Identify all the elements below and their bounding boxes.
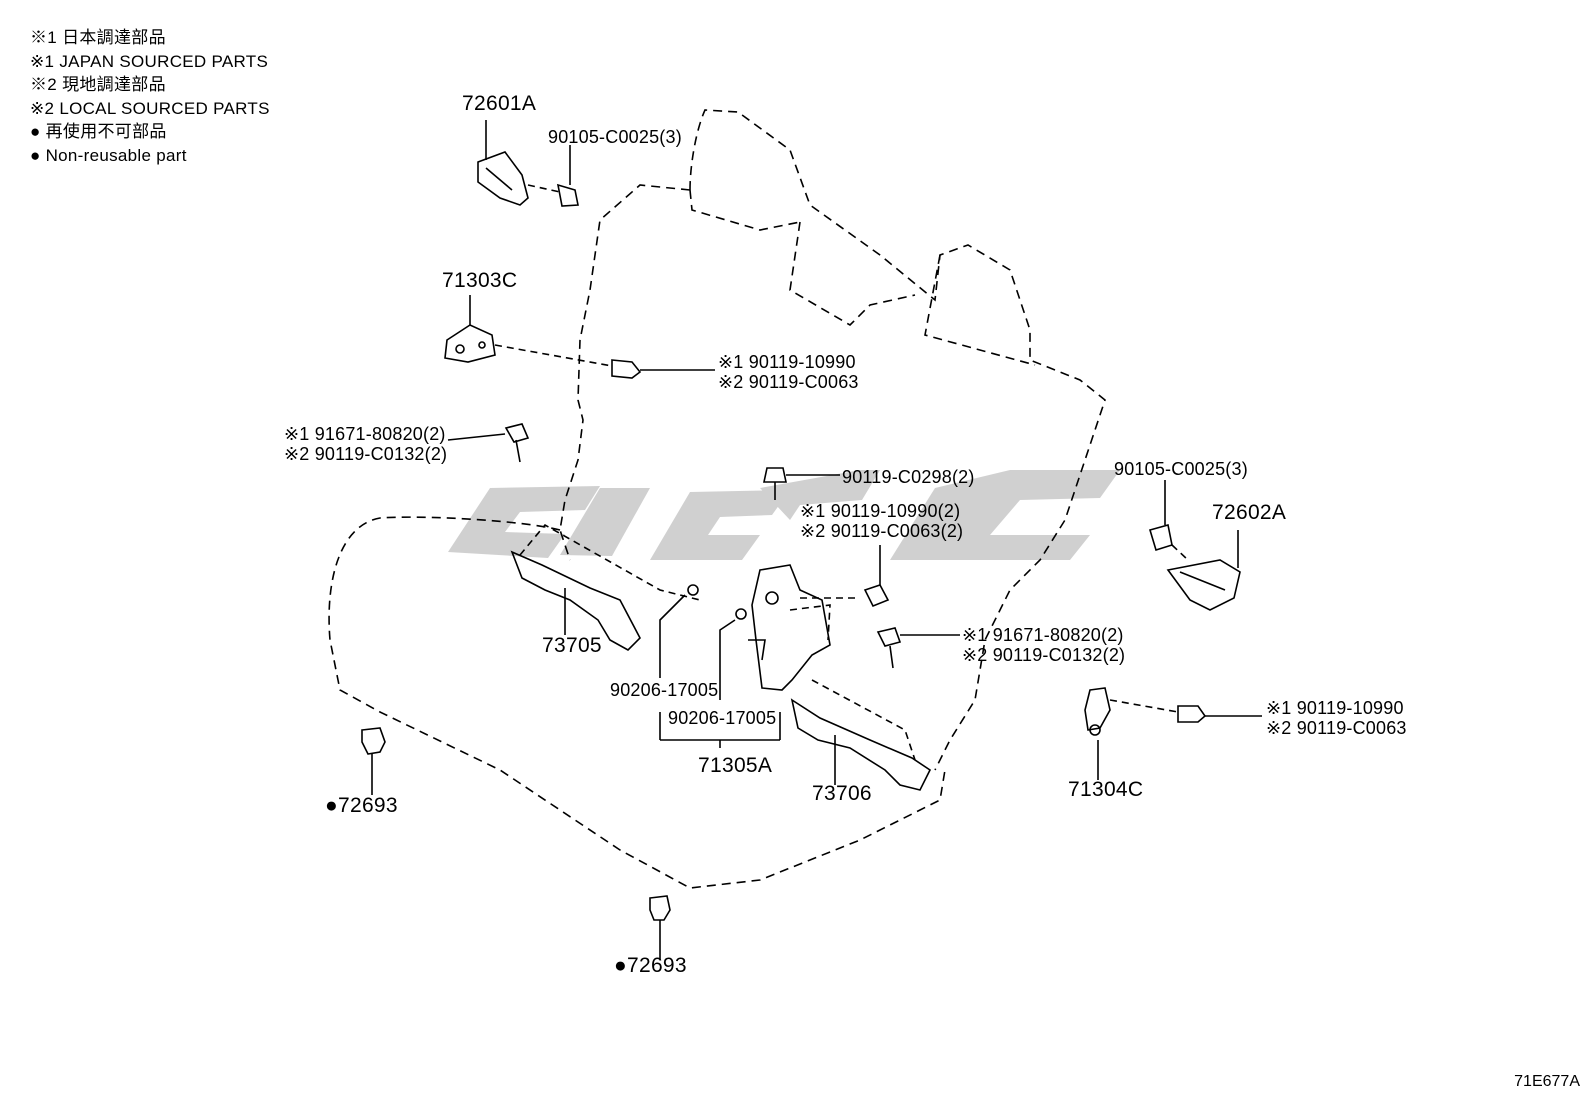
part-label-90119-c0132-left[interactable]: ※2 90119-C0132(2): [284, 444, 448, 464]
part-label-73706[interactable]: 73706: [812, 782, 872, 805]
part-label-91671-left[interactable]: ※1 91671-80820(2): [284, 424, 446, 444]
part-label-71303C[interactable]: 71303C: [442, 269, 518, 292]
part-label-72602A[interactable]: 72602A: [1212, 501, 1287, 524]
part-label-90119-c0132-right[interactable]: ※2 90119-C0132(2): [962, 645, 1126, 665]
part-label-90206-b[interactable]: 90206-17005: [668, 708, 777, 728]
legend-item-non-reusable-en: ● Non-reusable part: [30, 145, 187, 165]
legend-item-non-reusable-jp: ● 再使用不可部品: [30, 122, 167, 141]
part-label-90105-right[interactable]: 90105-C0025(3): [1114, 459, 1248, 479]
part-label-90119-m2[interactable]: ※2 90119-C0063(2): [800, 521, 964, 541]
part-label-90119-c0298[interactable]: 90119-C0298(2): [842, 467, 975, 487]
part-label-90119-a1[interactable]: ※1 90119-10990: [718, 352, 856, 372]
part-label-91671-right[interactable]: ※1 91671-80820(2): [962, 625, 1124, 645]
part-label-90119-b2[interactable]: ※2 90119-C0063: [1266, 718, 1407, 738]
legend-item-japan-sourced-jp: ※1 日本調達部品: [30, 28, 166, 47]
legend-item-japan-sourced-en: ※1 JAPAN SOURCED PARTS: [30, 51, 269, 71]
part-label-90119-a2[interactable]: ※2 90119-C0063: [718, 372, 859, 392]
legend-item-local-sourced-en: ※2 LOCAL SOURCED PARTS: [30, 98, 270, 118]
part-label-72693-a[interactable]: ●72693: [325, 794, 398, 817]
part-label-90206-a[interactable]: 90206-17005: [610, 680, 719, 700]
part-label-72601A[interactable]: 72601A: [462, 92, 537, 115]
seatback-outline: [689, 109, 1106, 771]
part-label-90119-m1[interactable]: ※1 90119-10990(2): [800, 501, 961, 521]
legend: ※1 日本調達部品 ※1 JAPAN SOURCED PARTS ※2 現地調達…: [30, 26, 270, 167]
part-label-90119-b1[interactable]: ※1 90119-10990: [1266, 698, 1404, 718]
part-label-90105-top[interactable]: 90105-C0025(3): [548, 127, 682, 147]
diagram-code: 71E677A: [1514, 1073, 1580, 1090]
watermark-logo: [448, 470, 1120, 560]
part-label-71304C[interactable]: 71304C: [1068, 778, 1144, 801]
part-label-71305A[interactable]: 71305A: [698, 754, 773, 777]
legend-item-local-sourced-jp: ※2 現地調達部品: [30, 75, 166, 94]
part-label-73705[interactable]: 73705: [542, 634, 602, 657]
part-label-72693-b[interactable]: ●72693: [614, 954, 687, 977]
seat-cushion-outline: [328, 516, 946, 889]
